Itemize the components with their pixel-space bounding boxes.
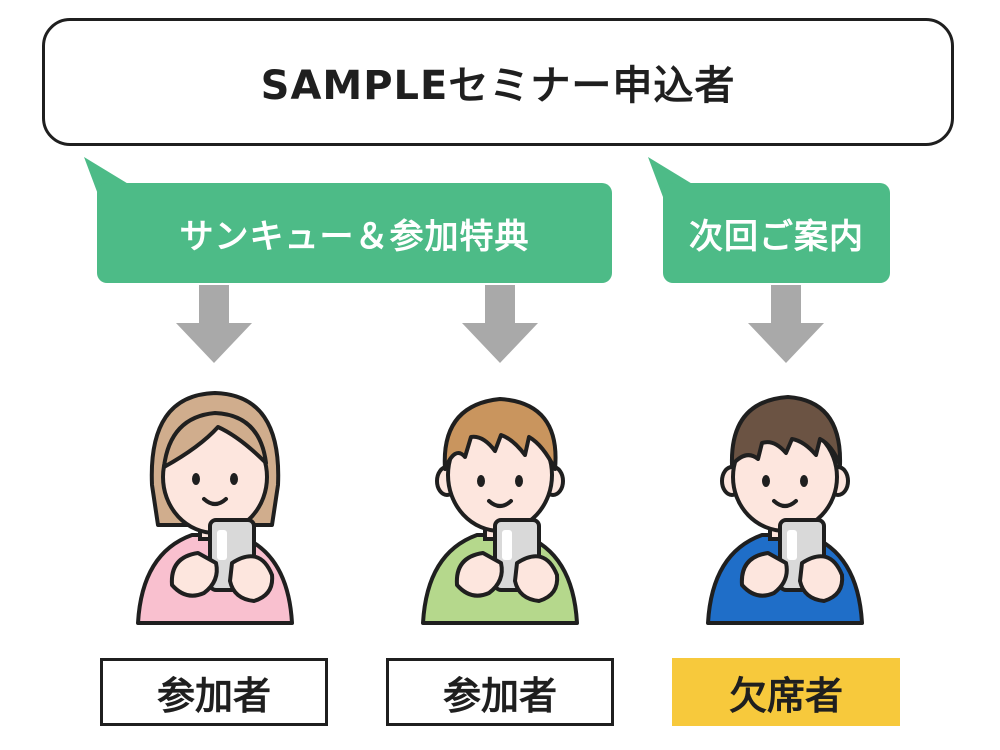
seminar-applicants-title: SAMPLEセミナー申込者	[261, 53, 736, 111]
down-arrow-icon	[462, 285, 538, 365]
callout-thanks-text: サンキュー＆参加特典	[180, 209, 530, 258]
attendee-1-label-text: 参加者	[157, 665, 271, 720]
callout-next-guide: 次回ご案内	[663, 183, 890, 283]
attendee-2-label-text: 参加者	[443, 665, 557, 720]
callout-next-text: 次回ご案内	[689, 209, 864, 258]
callout-thanks-bonus: サンキュー＆参加特典	[97, 183, 612, 283]
attendee-1-person-icon	[120, 385, 310, 625]
attendee-2-label: 参加者	[386, 658, 614, 726]
attendee-1-label: 参加者	[100, 658, 328, 726]
absentee-person-icon	[690, 385, 880, 625]
attendee-2-person-icon	[405, 385, 595, 625]
absentee-label: 欠席者	[672, 658, 900, 726]
down-arrow-icon	[176, 285, 252, 365]
seminar-applicants-box: SAMPLEセミナー申込者	[42, 18, 954, 146]
down-arrow-icon	[748, 285, 824, 365]
absentee-label-text: 欠席者	[729, 665, 843, 720]
